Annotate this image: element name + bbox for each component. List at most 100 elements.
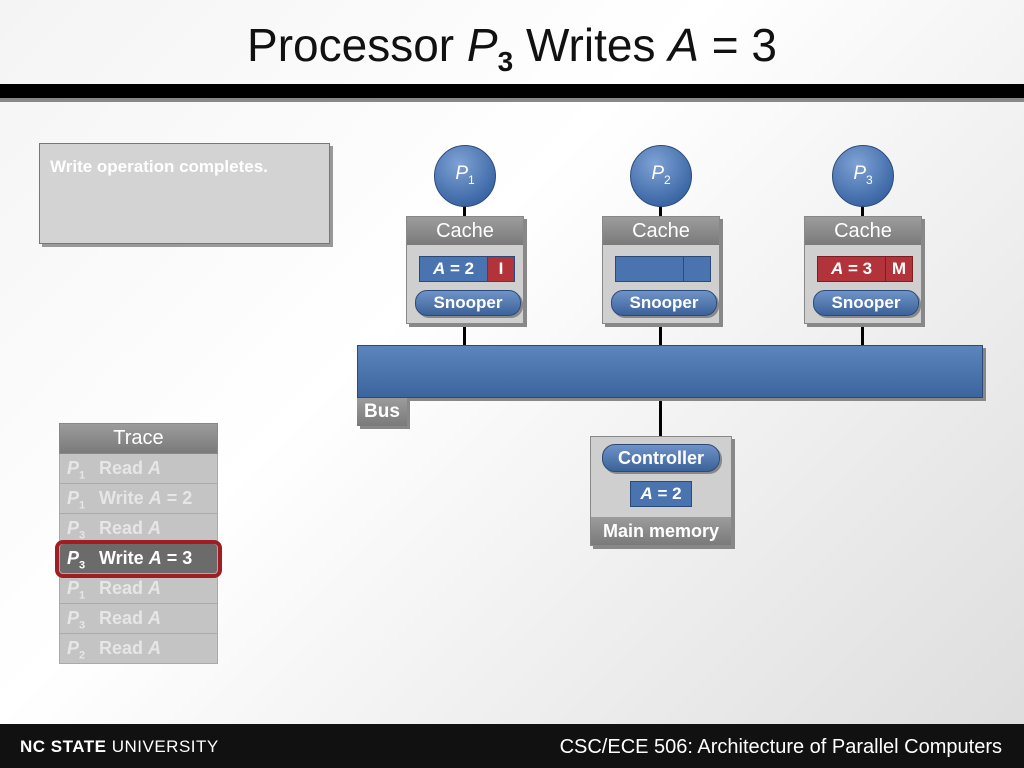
cache-p1-value: A = 2 (420, 257, 487, 281)
trace-row: P2 Read A (59, 634, 218, 664)
cache-p1: Cache A = 2 I Snooper (406, 216, 524, 324)
trace-row-proc-sub: 1 (79, 469, 86, 482)
trace-header: Trace (59, 423, 218, 454)
trace-row-var: A (148, 518, 162, 538)
trace-row-op: Read (99, 638, 144, 658)
trace-row-var: A (148, 488, 162, 508)
trace-row: P1 Read A (59, 454, 218, 484)
cache-p1-line: A = 2 I (419, 256, 515, 282)
bus (357, 345, 983, 398)
trace-panel: Trace P1 Read A P1 Write A = 2 P3 Read A… (55, 423, 222, 664)
processor-p2-label: P (651, 163, 664, 184)
processor-p3-label: P (853, 163, 866, 184)
trace-row-var: A (148, 578, 162, 598)
cache-p2-state (683, 257, 710, 281)
trace-row-proc-sub: 3 (79, 619, 86, 632)
processor-p2-sub: 2 (664, 172, 671, 187)
title-rule-shadow (0, 98, 1024, 102)
trace-row-proc-sub: 3 (79, 559, 86, 572)
trace-row-proc: P (67, 458, 80, 478)
memory-var: A (640, 484, 653, 503)
p3-cache-line (861, 198, 864, 216)
main-memory: Controller A = 2 Main memory (590, 436, 732, 546)
memory-val: = 2 (657, 484, 682, 503)
cache-p3-var: A (830, 259, 844, 278)
status-note: Write operation completes. (39, 143, 330, 244)
trace-row-var: A (148, 458, 162, 478)
trace-row-proc-sub: 1 (79, 589, 86, 602)
trace-row-var: A (148, 638, 162, 658)
university-name-rest: UNIVERSITY (106, 737, 219, 756)
memory-controller: Controller (602, 444, 720, 472)
cache-p2-snooper: Snooper (611, 290, 717, 316)
cache-p2: Cache Snooper (602, 216, 720, 324)
slide-title: Processor P3 Writes A = 3 (0, 18, 1024, 78)
processor-p2: P2 (630, 145, 692, 207)
trace-row-proc: P (67, 608, 80, 628)
cache-p1-val: = 2 (449, 259, 475, 278)
cache-p3-state: M (885, 257, 912, 281)
p2-cache-line (659, 198, 662, 216)
trace-row-rest: = 2 (166, 488, 193, 508)
cache3-bus-line (861, 322, 864, 346)
cache-p1-snooper: Snooper (415, 290, 521, 316)
cache-p3-line: A = 3 M (817, 256, 913, 282)
trace-row-current: P3 Write A = 3 (55, 540, 222, 578)
trace-row-proc: P (67, 488, 80, 508)
cache-p1-header: Cache (407, 217, 523, 245)
cache1-bus-line (463, 322, 466, 346)
university-name-bold: NC STATE (20, 737, 107, 756)
cache-p3-snooper: Snooper (813, 290, 919, 316)
bus-memory-line (659, 396, 662, 436)
cache-p2-header: Cache (603, 217, 719, 245)
processor-p1: P1 (434, 145, 496, 207)
processor-p1-sub: 1 (468, 172, 475, 187)
trace-row-proc: P (67, 518, 80, 538)
processor-p3-sub: 3 (866, 172, 873, 187)
trace-row-op: Read (99, 608, 144, 628)
title-var: A (668, 19, 699, 71)
p1-cache-line (463, 198, 466, 216)
title-proc: P (466, 19, 498, 71)
trace-row-var: A (148, 548, 162, 568)
title-middle: Writes (525, 19, 656, 71)
status-note-text: Write operation completes. (50, 157, 268, 176)
trace-row-rest: = 3 (166, 548, 193, 568)
university-logo: NC STATE UNIVERSITY (20, 737, 219, 757)
title-prefix: Processor (247, 19, 455, 71)
trace-row-op: Read (99, 518, 144, 538)
trace-row-op: Write (99, 548, 144, 568)
memory-value: A = 2 (630, 481, 692, 507)
title-rest: = 3 (711, 19, 777, 71)
trace-row: P3 Read A (59, 514, 218, 544)
title-proc-sub: 3 (497, 46, 514, 78)
trace-row-proc: P (67, 548, 80, 568)
processor-p3: P3 (832, 145, 894, 207)
trace-row-proc-sub: 1 (79, 499, 86, 512)
bus-label: Bus (357, 398, 407, 426)
course-title: CSC/ECE 506: Architecture of Parallel Co… (559, 736, 1002, 758)
cache-p3-value: A = 3 (818, 257, 885, 281)
cache2-bus-line (659, 322, 662, 346)
trace-row: P1 Write A = 2 (59, 484, 218, 514)
trace-row-var: A (148, 608, 162, 628)
cache-p3: Cache A = 3 M Snooper (804, 216, 922, 324)
trace-row-proc: P (67, 638, 80, 658)
trace-row: P1 Read A (59, 574, 218, 604)
trace-row-proc-sub: 3 (79, 529, 86, 542)
cache-p3-header: Cache (805, 217, 921, 245)
title-rule (0, 84, 1024, 98)
cache-p1-var: A (432, 259, 446, 278)
cache-p3-val: = 3 (847, 259, 873, 278)
cache-p1-state: I (487, 257, 514, 281)
processor-p1-label: P (455, 163, 468, 184)
cache-p2-line (615, 256, 711, 282)
main-memory-label: Main memory (591, 517, 731, 545)
trace-row-proc-sub: 2 (79, 649, 86, 662)
cache-p2-value (616, 257, 683, 281)
trace-row-proc: P (67, 578, 80, 598)
trace-row-op: Read (99, 578, 144, 598)
footer-bar (0, 724, 1024, 768)
trace-row-op: Write (99, 488, 144, 508)
trace-row-op: Read (99, 458, 144, 478)
